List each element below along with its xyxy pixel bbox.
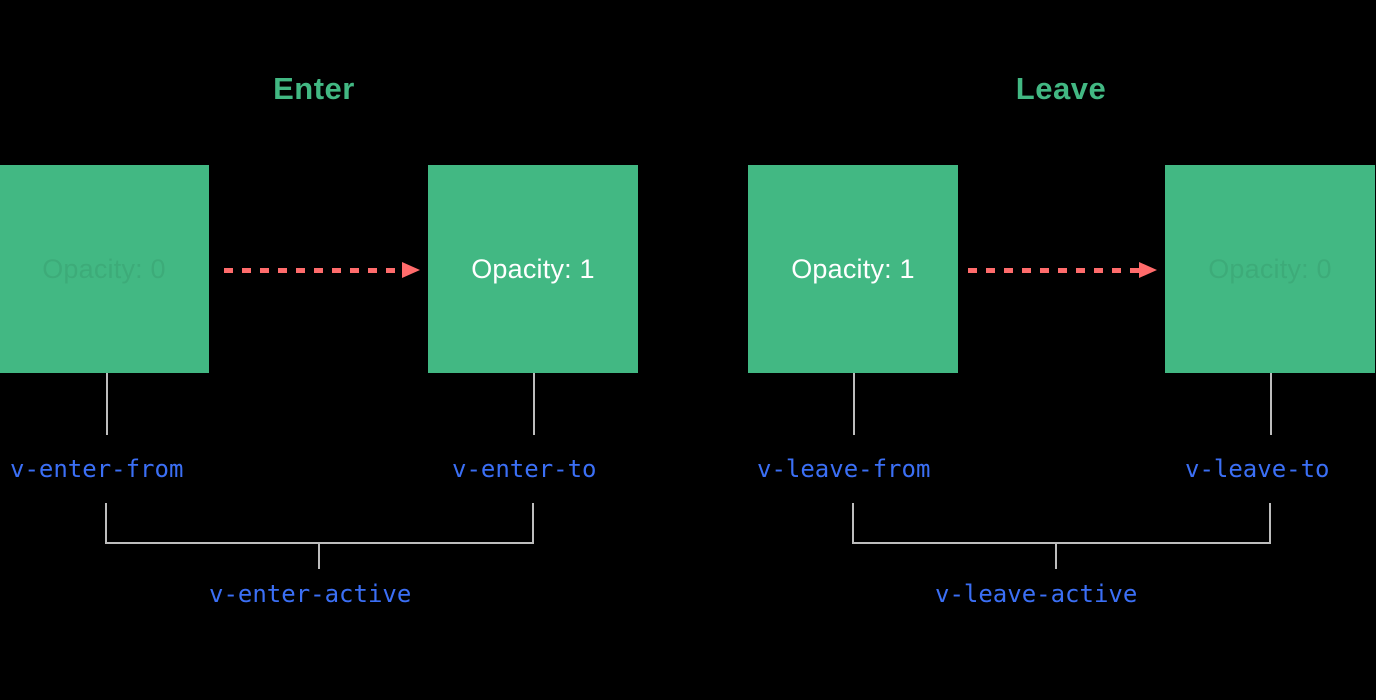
- box-enter-from: Opacity: 0: [0, 165, 209, 373]
- connector-enter-to: [533, 373, 535, 435]
- section-title-leave: Leave: [1015, 71, 1107, 106]
- connector-leave-from: [853, 373, 855, 435]
- class-label-v-enter-to: v-enter-to: [452, 455, 597, 483]
- box-leave-to-label: Opacity: 0: [1208, 253, 1332, 284]
- arrow-head: [402, 262, 420, 278]
- class-label-v-leave-from: v-leave-from: [757, 455, 931, 483]
- class-label-v-enter-from: v-enter-from: [10, 455, 184, 483]
- arrow-dashes: [968, 268, 1139, 273]
- box-leave-from-label: Opacity: 1: [791, 253, 915, 284]
- class-label-v-enter-active: v-enter-active: [209, 580, 412, 608]
- bracket-enter-active: [105, 503, 534, 544]
- bracket-leave-active: [852, 503, 1271, 544]
- class-label-v-leave-to: v-leave-to: [1185, 455, 1330, 483]
- connector-leave-to: [1270, 373, 1272, 435]
- arrow-head: [1139, 262, 1157, 278]
- connector-leave-active: [1055, 543, 1057, 569]
- class-label-v-leave-active: v-leave-active: [935, 580, 1138, 608]
- box-enter-to: Opacity: 1: [428, 165, 638, 373]
- box-enter-from-label: Opacity: 0: [42, 253, 166, 284]
- section-title-enter: Enter: [273, 71, 355, 106]
- connector-enter-active: [318, 543, 320, 569]
- box-leave-to: Opacity: 0: [1165, 165, 1375, 373]
- connector-enter-from: [106, 373, 108, 435]
- dashed-arrow-right-icon-leave: [968, 262, 1157, 278]
- dashed-arrow-right-icon-enter: [224, 262, 420, 278]
- box-enter-to-label: Opacity: 1: [471, 253, 595, 284]
- box-leave-from: Opacity: 1: [748, 165, 958, 373]
- arrow-dashes: [224, 268, 402, 273]
